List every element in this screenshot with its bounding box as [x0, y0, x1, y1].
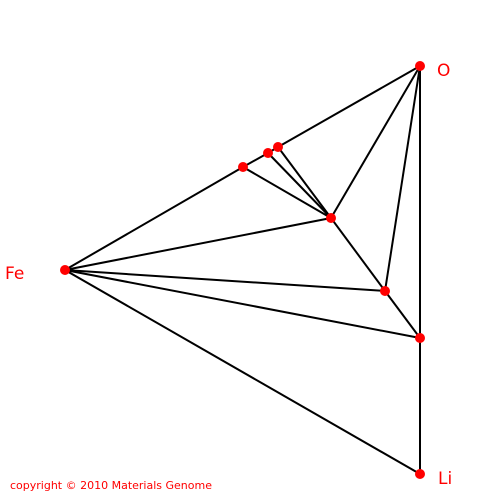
- tie-line-fe-f: [64, 269, 421, 339]
- tie-line-c-d: [277, 146, 332, 219]
- phase-point-b: [263, 148, 273, 158]
- phase-point-li: [415, 469, 425, 479]
- tie-line-fe-e: [64, 269, 386, 292]
- copyright-notice: copyright © 2010 Materials Genome: [10, 479, 212, 492]
- vertex-label-o: O: [437, 61, 450, 81]
- tie-line-fe-li: [64, 269, 421, 475]
- tie-line-o-d: [330, 65, 421, 219]
- tie-line-fe-a: [64, 166, 244, 271]
- vertex-label-li: Li: [438, 469, 452, 489]
- phase-point-c: [273, 142, 283, 152]
- tie-line-o-e: [384, 65, 421, 292]
- tie-line-d-e: [330, 217, 386, 292]
- tie-line-e-f: [384, 290, 421, 339]
- phase-point-fe: [60, 265, 70, 275]
- phase-point-e: [380, 286, 390, 296]
- vertex-label-fe: Fe: [5, 264, 24, 284]
- tie-line-b-d: [267, 152, 332, 219]
- phase-points: [60, 61, 425, 479]
- tie-line-a-d: [242, 166, 332, 219]
- tie-line-fe-d: [64, 217, 332, 271]
- phase-point-d: [326, 213, 336, 223]
- phase-point-o: [415, 61, 425, 71]
- tie-lines: [64, 65, 421, 475]
- tie-line-c-o: [277, 65, 421, 148]
- phase-point-f: [415, 333, 425, 343]
- phase-point-a: [238, 162, 248, 172]
